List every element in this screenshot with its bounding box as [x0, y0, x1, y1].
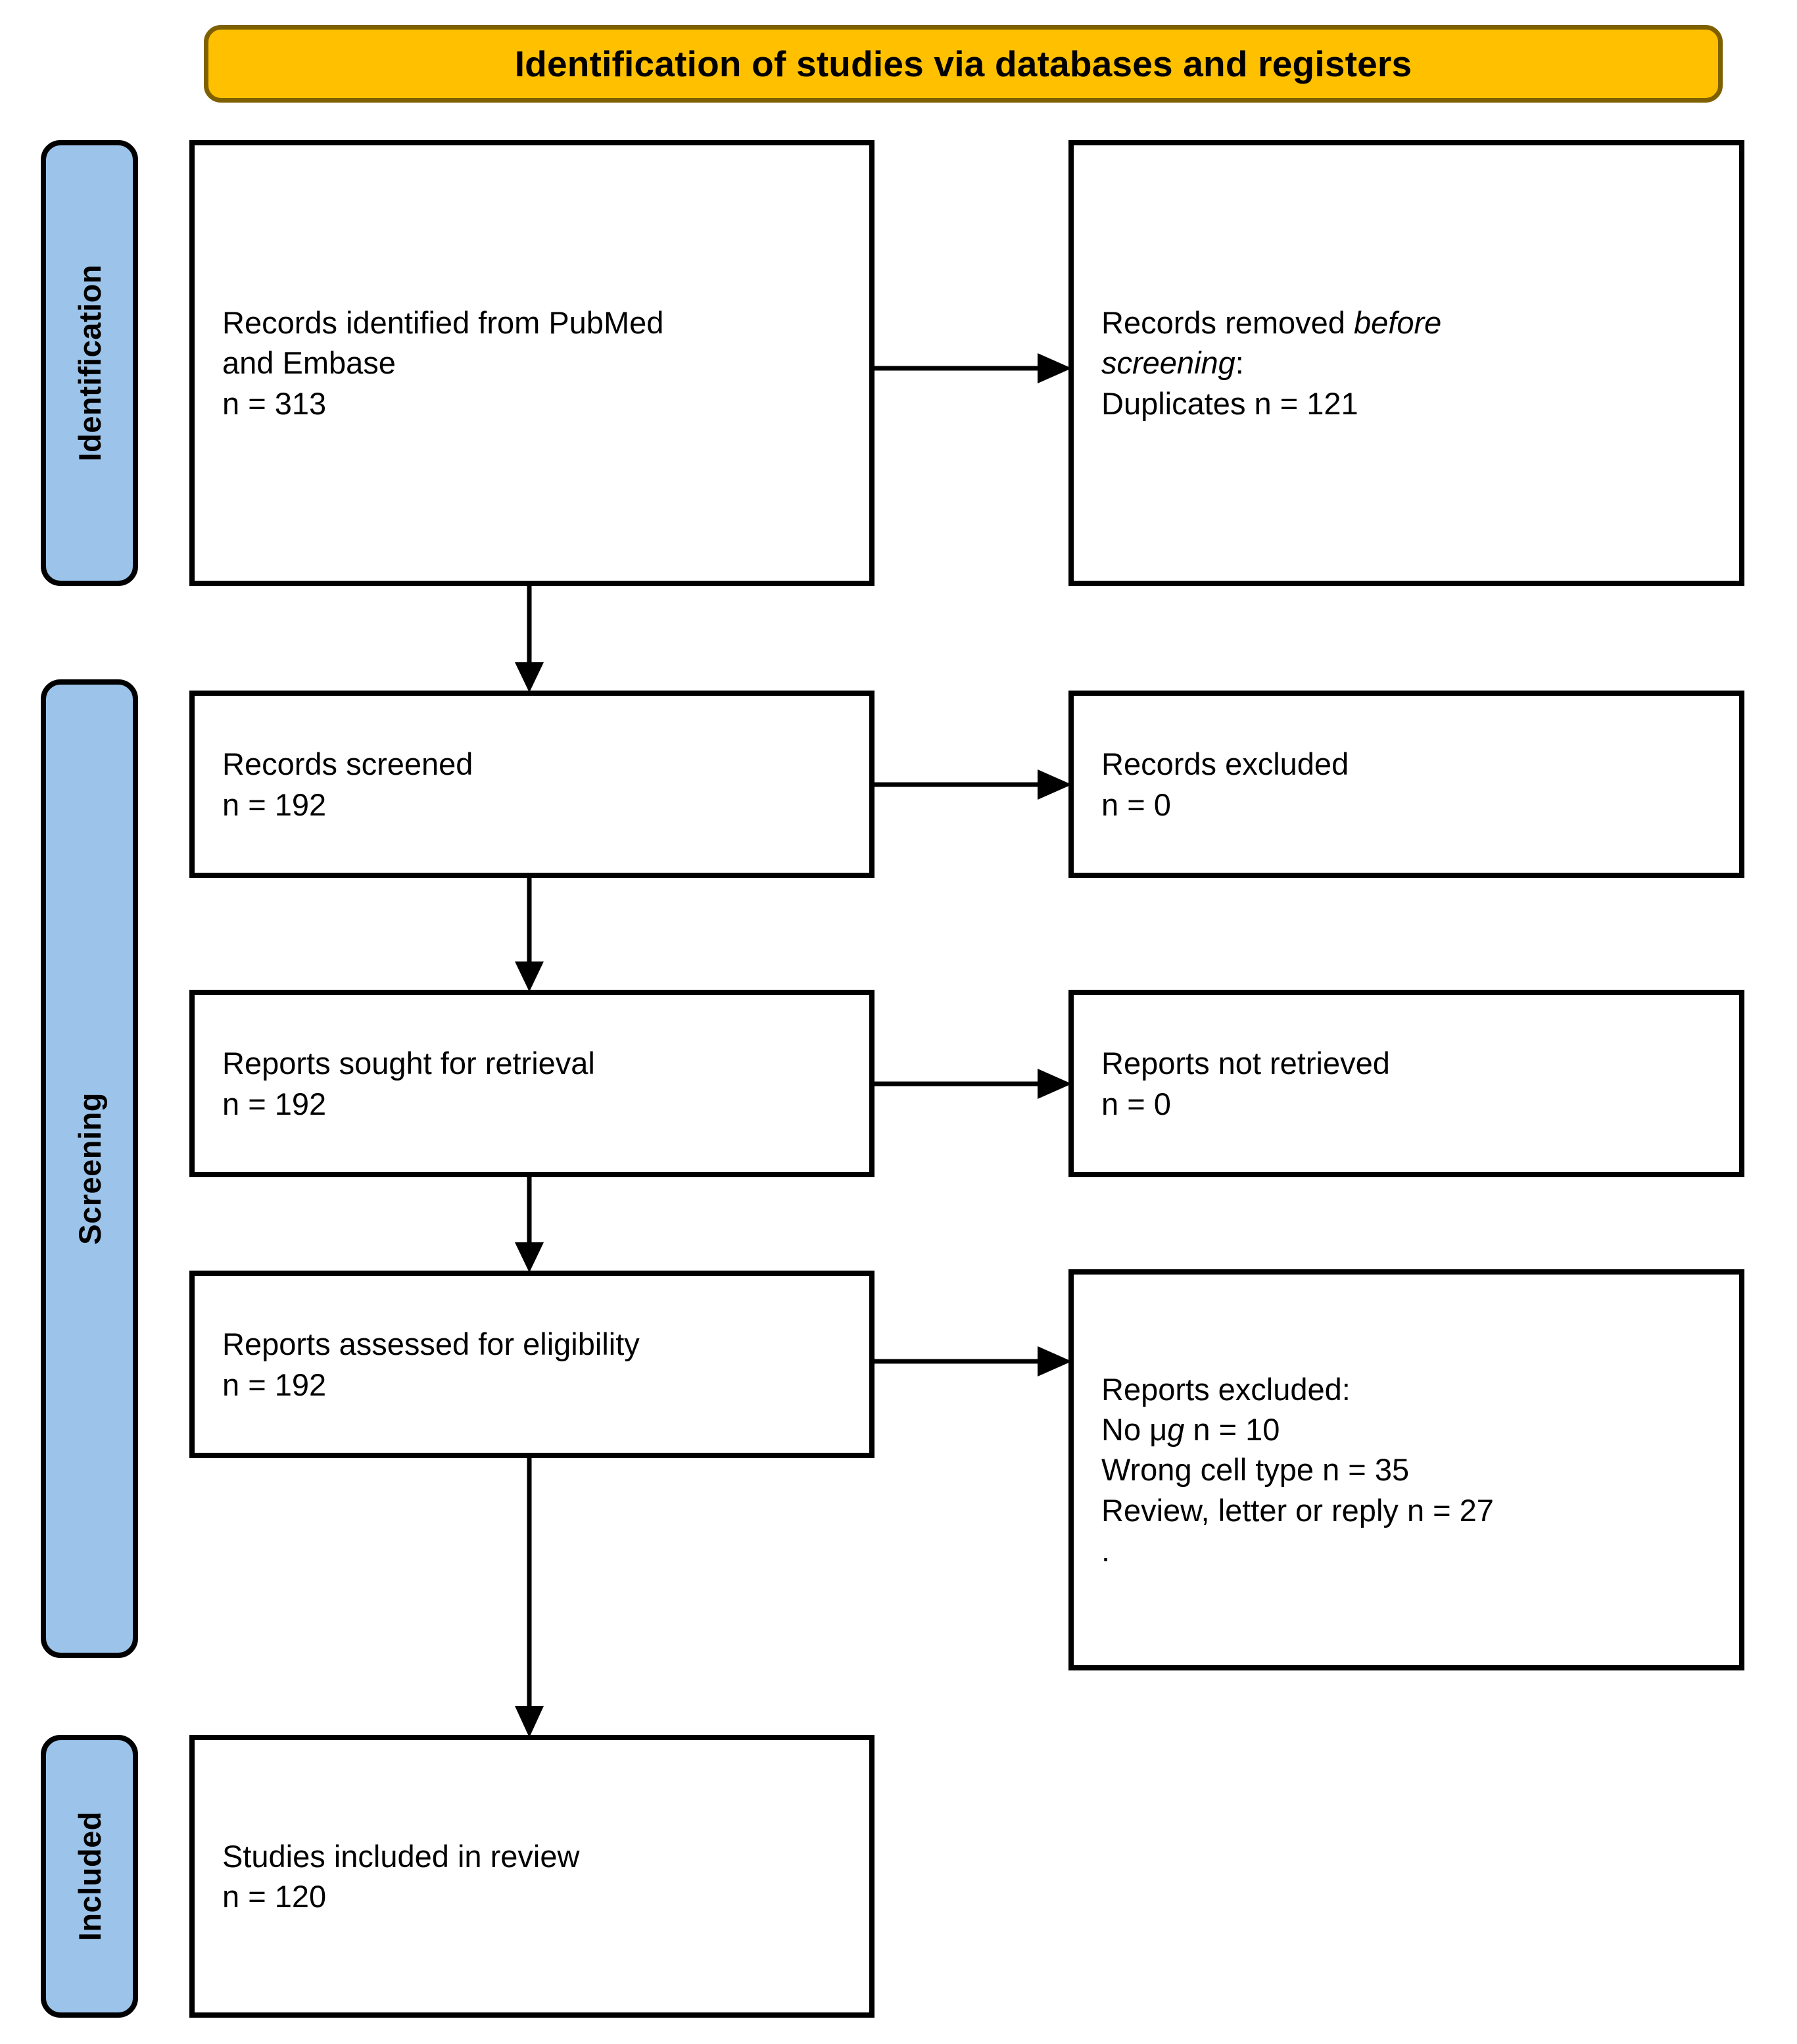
box-records-removed-line2-italic: screening — [1101, 345, 1235, 381]
box-reports-sought: Reports sought for retrieval n = 192 — [189, 990, 875, 1177]
box-reports-excluded-line2: No μg n = 10 — [1101, 1409, 1712, 1449]
box-records-identified-line1: Records identified from PubMed — [222, 305, 664, 341]
diagram-title: Identification of studies via databases … — [514, 43, 1412, 84]
box-reports-excluded-line3: Wrong cell type n = 35 — [1101, 1452, 1410, 1488]
box-records-removed-line1: Records removed before — [1101, 303, 1712, 343]
box-reports-not-retrieved: Reports not retrieved n = 0 — [1068, 990, 1744, 1177]
stage-label-identification: Identification — [41, 140, 138, 586]
box-reports-excluded-line2-prefix: No — [1101, 1412, 1150, 1448]
box-records-removed-line2: screening: — [1101, 343, 1712, 383]
box-records-removed-line1-italic: before — [1354, 305, 1442, 341]
box-records-removed-line2-plain: : — [1235, 345, 1244, 381]
arrow-identified-to-removed — [872, 349, 1076, 388]
box-studies-included-line1: Studies included in review — [222, 1838, 580, 1874]
box-reports-sought-count: n = 192 — [222, 1086, 327, 1121]
box-records-excluded-count: n = 0 — [1101, 787, 1171, 822]
arrow-identified-to-screened — [510, 582, 549, 694]
stage-label-included: Included — [41, 1735, 138, 2018]
box-studies-included: Studies included in review n = 120 — [189, 1735, 875, 2018]
box-records-excluded: Records excluded n = 0 — [1068, 691, 1744, 878]
box-reports-not-retrieved-line1: Reports not retrieved — [1101, 1046, 1390, 1081]
stage-label-identification-text: Identification — [72, 264, 107, 462]
box-records-removed-line1-plain: Records removed — [1101, 305, 1354, 341]
box-reports-excluded-line2-suffix: n = 10 — [1184, 1412, 1280, 1448]
box-reports-not-retrieved-count: n = 0 — [1101, 1086, 1171, 1121]
box-records-screened-line1: Records screened — [222, 746, 473, 782]
stage-label-screening-text: Screening — [72, 1092, 107, 1245]
arrow-assessed-to-reports-excluded — [872, 1342, 1076, 1381]
box-records-removed: Records removed before screening: Duplic… — [1068, 140, 1744, 586]
arrow-assessed-to-included — [510, 1455, 549, 1739]
box-studies-included-count: n = 120 — [222, 1879, 327, 1914]
stage-label-included-text: Included — [72, 1811, 107, 1941]
arrow-sought-to-assessed — [510, 1174, 549, 1274]
box-records-screened: Records screened n = 192 — [189, 691, 875, 878]
box-reports-excluded-line5: . — [1101, 1532, 1111, 1568]
arrow-screened-to-excluded — [872, 765, 1076, 804]
box-reports-excluded: Reports excluded: No μg n = 10 Wrong cel… — [1068, 1269, 1744, 1670]
box-records-removed-count: Duplicates n = 121 — [1101, 385, 1358, 421]
box-reports-excluded-line1: Reports excluded: — [1101, 1372, 1351, 1407]
box-records-identified-count: n = 313 — [222, 385, 327, 421]
stage-label-screening: Screening — [41, 679, 138, 1658]
box-records-identified: Records identified from PubMed and Embas… — [189, 140, 875, 586]
arrow-sought-to-not-retrieved — [872, 1064, 1076, 1104]
box-reports-assessed-line1: Reports assessed for eligibility — [222, 1326, 640, 1362]
mu-symbol: μ — [1149, 1412, 1168, 1448]
box-reports-sought-line1: Reports sought for retrieval — [222, 1046, 595, 1081]
box-records-excluded-line1: Records excluded — [1101, 746, 1349, 782]
box-records-identified-line2: and Embase — [222, 345, 396, 381]
box-reports-assessed-count: n = 192 — [222, 1367, 327, 1402]
box-reports-excluded-line2-g: g — [1167, 1412, 1185, 1448]
box-records-screened-count: n = 192 — [222, 787, 327, 822]
box-reports-assessed: Reports assessed for eligibility n = 192 — [189, 1271, 875, 1458]
arrow-screened-to-sought — [510, 875, 549, 993]
diagram-header-banner: Identification of studies via databases … — [204, 25, 1723, 103]
box-reports-excluded-line4: Review, letter or reply n = 27 — [1101, 1492, 1494, 1528]
